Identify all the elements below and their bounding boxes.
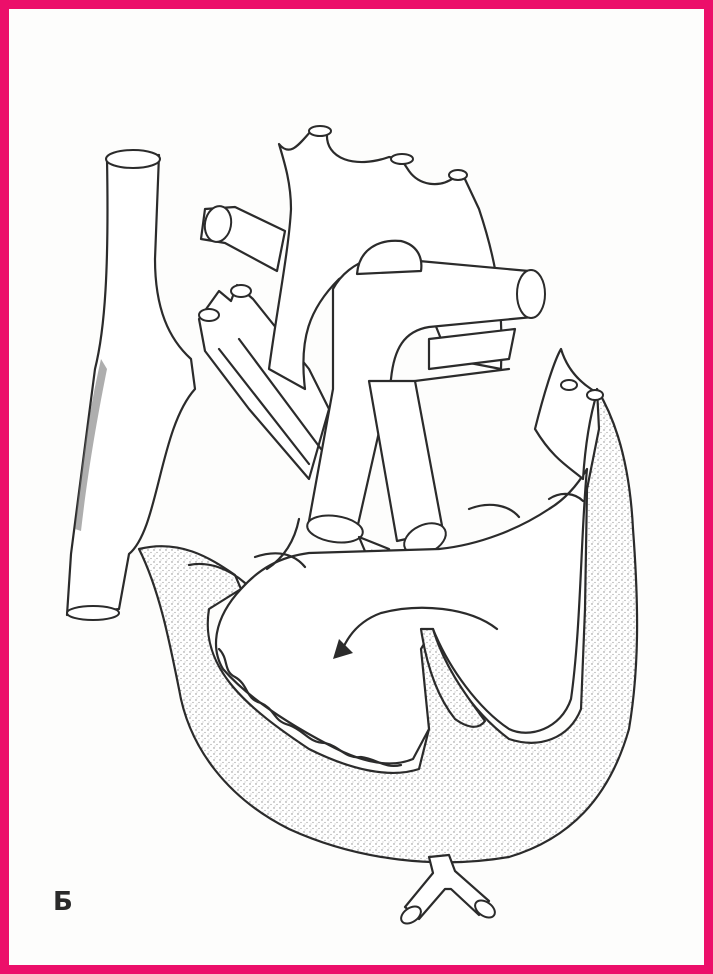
left-subclavian-opening xyxy=(449,170,467,180)
descending-vessels xyxy=(398,855,498,927)
brachiocephalic-opening xyxy=(309,126,331,136)
left-carotid-opening xyxy=(391,154,413,164)
vena-cava-upper-opening xyxy=(106,150,160,168)
panel-letter: Б xyxy=(53,889,73,915)
pulmonary-artery-opening xyxy=(517,270,545,318)
right-pulmonary-artery xyxy=(201,204,285,271)
vena-cava-lower-opening xyxy=(67,606,119,620)
heart-diagram xyxy=(9,9,704,965)
